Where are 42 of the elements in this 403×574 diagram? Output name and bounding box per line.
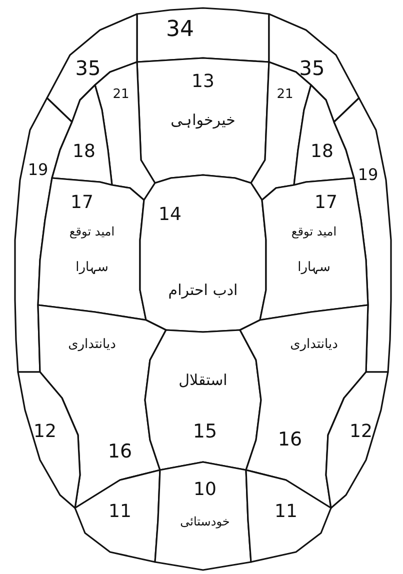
faculty-label: سہارا [298, 260, 330, 276]
head-region [137, 8, 269, 62]
faculty-label: امید توقع [291, 225, 337, 239]
faculty-label: سہارا [76, 260, 108, 276]
region-number: 35 [75, 57, 101, 79]
region-number: 19 [28, 161, 48, 179]
head-region [326, 372, 388, 508]
head-region [75, 470, 160, 562]
head-region [38, 178, 146, 320]
head-region [246, 470, 331, 562]
head-region [140, 175, 266, 332]
region-number: 17 [70, 193, 94, 213]
region-number: 17 [314, 193, 338, 213]
region-number: 10 [194, 480, 216, 500]
faculty-label: ادب احترام [168, 282, 238, 298]
region-number: 16 [278, 430, 302, 450]
region-number: 34 [166, 18, 194, 42]
region-number: 12 [350, 422, 372, 442]
head-region [155, 462, 251, 570]
region-number: 18 [310, 142, 334, 162]
head-region [145, 330, 261, 470]
region-number: 19 [358, 166, 378, 184]
region-number: 18 [72, 142, 96, 162]
faculty-label: خودستائی [180, 515, 230, 529]
faculty-label: دیانتداری [68, 338, 116, 352]
faculty-label: امید توقع [69, 225, 115, 239]
region-number: 16 [108, 442, 132, 462]
region-number: 21 [276, 88, 294, 102]
head-region [52, 85, 112, 185]
region-number: 35 [299, 57, 325, 79]
region-number: 15 [192, 422, 218, 442]
faculty-label: دیانتداری [290, 338, 338, 352]
head-region [269, 14, 359, 122]
head-region [294, 85, 354, 185]
faculty-label: استقلال [178, 372, 228, 388]
region-number: 14 [158, 205, 182, 225]
head-region [18, 372, 80, 508]
region-number: 11 [274, 502, 298, 522]
region-number: 21 [112, 88, 130, 102]
region-number: 12 [34, 422, 56, 442]
region-number: 11 [108, 502, 132, 522]
head-region [47, 14, 137, 122]
